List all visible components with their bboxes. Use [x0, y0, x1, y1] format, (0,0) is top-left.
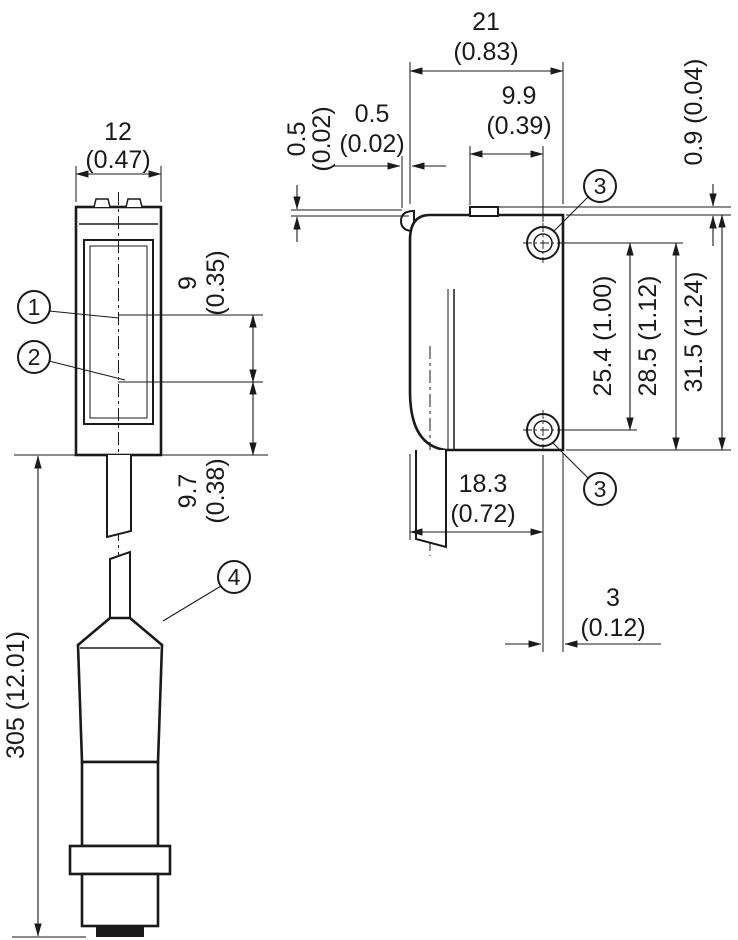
callout-2: 2	[17, 340, 126, 381]
dim-top-step: 0.9 (0.04)	[498, 58, 731, 246]
dim-hole-pitch: 25.4 (1.00)	[561, 242, 683, 431]
callout-1-number: 1	[28, 294, 41, 320]
extension-lines	[118, 314, 263, 383]
dim-overall-height: 31.5 (1.24)	[680, 214, 726, 451]
dim-hole-to-center-mm: 9.9	[502, 82, 537, 110]
callout-2-number: 2	[28, 344, 41, 370]
dim-beam-to-base-in: (0.38)	[202, 458, 230, 523]
extension-lines	[291, 209, 409, 217]
callout-circle	[17, 340, 51, 374]
dim-side-width-mm: 21	[472, 8, 500, 36]
side-view: 21 (0.83) 9.9 (0.39) 0.5 (0.02) 0.5 (0.0…	[283, 8, 731, 652]
hole-crosshair	[523, 410, 563, 450]
extension-lines	[561, 242, 683, 431]
connector-barrel	[80, 760, 160, 848]
connector-boot	[76, 616, 164, 764]
dim-cable-length-label: 305 (12.01)	[2, 631, 30, 759]
top-lug-left	[93, 198, 111, 208]
extension-lines	[409, 454, 544, 652]
dim-beam-to-base-mm: 9.7	[174, 474, 202, 509]
callout-3-bottom: 3	[552, 442, 617, 506]
top-tab	[469, 206, 499, 217]
dim-hole-to-back-mm: 3	[606, 584, 620, 612]
front-view: 12 (0.47) 9 (0.35) 9.7 (0.38) 305 (12.01…	[2, 118, 268, 938]
dim-hole-to-center-in: (0.39)	[486, 112, 551, 140]
dim-lens-protrusion-mm: 0.5	[355, 100, 390, 128]
dim-top-step-label: 0.9 (0.04)	[680, 58, 708, 165]
mounting-hole-bottom	[523, 410, 563, 450]
connector-stub	[109, 550, 131, 619]
connector-flange	[68, 844, 172, 876]
extension-lines	[401, 156, 411, 208]
dim-front-to-hole-in: (0.72)	[450, 500, 515, 528]
leader-line	[552, 442, 589, 479]
dim-side-width: 21 (0.83)	[409, 8, 564, 204]
callout-1: 1	[17, 290, 120, 324]
connector-lower-barrel	[80, 872, 160, 928]
dim-front-to-hole-mm: 18.3	[459, 470, 508, 498]
callout-4: 4	[162, 560, 251, 622]
dim-beam-to-base: 9.7 (0.38)	[174, 381, 257, 524]
leader-line	[162, 585, 222, 622]
dim-hole-to-center: 9.9 (0.39)	[469, 82, 552, 222]
callout-3-bottom-number: 3	[594, 476, 607, 502]
callout-circle	[17, 290, 51, 324]
dim-hole-pitch-label: 25.4 (1.00)	[589, 276, 617, 397]
callout-3-top: 3	[552, 169, 617, 233]
leader-line	[552, 196, 589, 233]
dim-beam-spacing-mm: 9	[174, 276, 202, 290]
callout-3-top-number: 3	[594, 173, 607, 199]
extension-lines	[498, 206, 731, 216]
cable-front	[106, 455, 132, 539]
connector-tip	[96, 926, 144, 937]
top-lug-right	[125, 198, 143, 208]
mounting-hole-top	[523, 223, 563, 263]
dim-lens-step-mm: 0.5	[283, 122, 311, 157]
leader-line	[48, 310, 120, 319]
leader-line	[48, 360, 126, 381]
dim-lens-step-in: (0.02)	[308, 106, 336, 171]
dim-beam-spacing-in: (0.35)	[202, 250, 230, 315]
dim-front-width-mm: 12	[104, 118, 132, 146]
dim-hole-to-base: 28.5 (1.12)	[566, 242, 731, 451]
callout-circle	[583, 472, 617, 506]
cable-side	[415, 450, 447, 549]
callout-circle	[583, 169, 617, 203]
hole-crosshair	[523, 223, 563, 263]
dim-side-width-in: (0.83)	[453, 38, 518, 66]
dim-lens-protrusion-in: (0.02)	[339, 130, 404, 158]
dim-lens-step: 0.5 (0.02)	[283, 106, 409, 242]
dim-lens-protrusion: 0.5 (0.02)	[334, 100, 446, 208]
dim-front-to-hole: 18.3 (0.72)	[409, 454, 544, 652]
dim-beam-spacing: 9 (0.35)	[118, 250, 263, 383]
dim-front-width-in: (0.47)	[85, 146, 150, 174]
callout-circle	[217, 560, 251, 594]
dim-hole-to-back-in: (0.12)	[580, 614, 645, 642]
dim-front-width: 12 (0.47)	[75, 118, 162, 202]
callout-4-number: 4	[228, 564, 241, 590]
dim-hole-to-base-label: 28.5 (1.12)	[634, 276, 662, 397]
dim-hole-to-back: 3 (0.12)	[505, 453, 661, 652]
dim-cable-length: 305 (12.01)	[2, 455, 42, 937]
dim-overall-height-label: 31.5 (1.24)	[680, 272, 708, 393]
